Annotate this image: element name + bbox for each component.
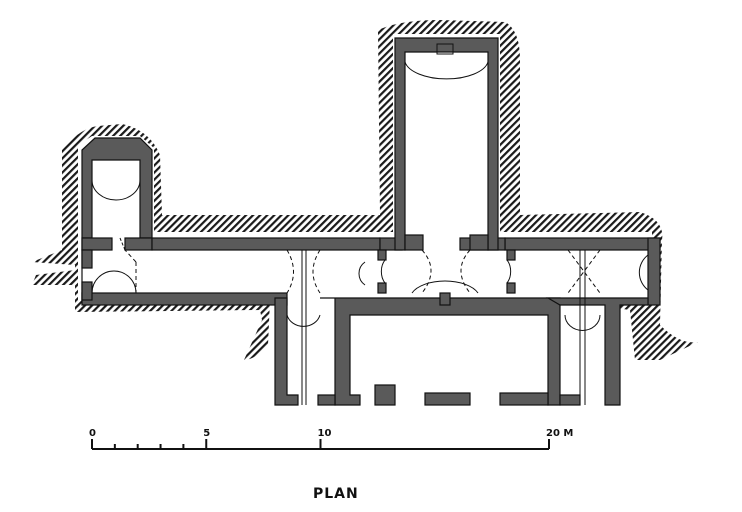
walls: [81, 37, 661, 406]
rock-hatching: [32, 20, 698, 405]
vault-lines: [91, 43, 649, 405]
corridor-south-wall: [81, 292, 288, 306]
scale-label: 5: [203, 428, 210, 439]
corridor-north-wall: [151, 237, 381, 251]
plan-title: PLAN: [313, 486, 359, 502]
south-block-walls: [274, 297, 299, 406]
scale-label: 0: [89, 428, 96, 439]
corridor-east-wall: [647, 237, 661, 306]
scale-bar: 0 5 10 20 M: [89, 428, 573, 450]
scale-label: 10: [318, 428, 332, 439]
scale-label: 20 M: [546, 428, 573, 439]
